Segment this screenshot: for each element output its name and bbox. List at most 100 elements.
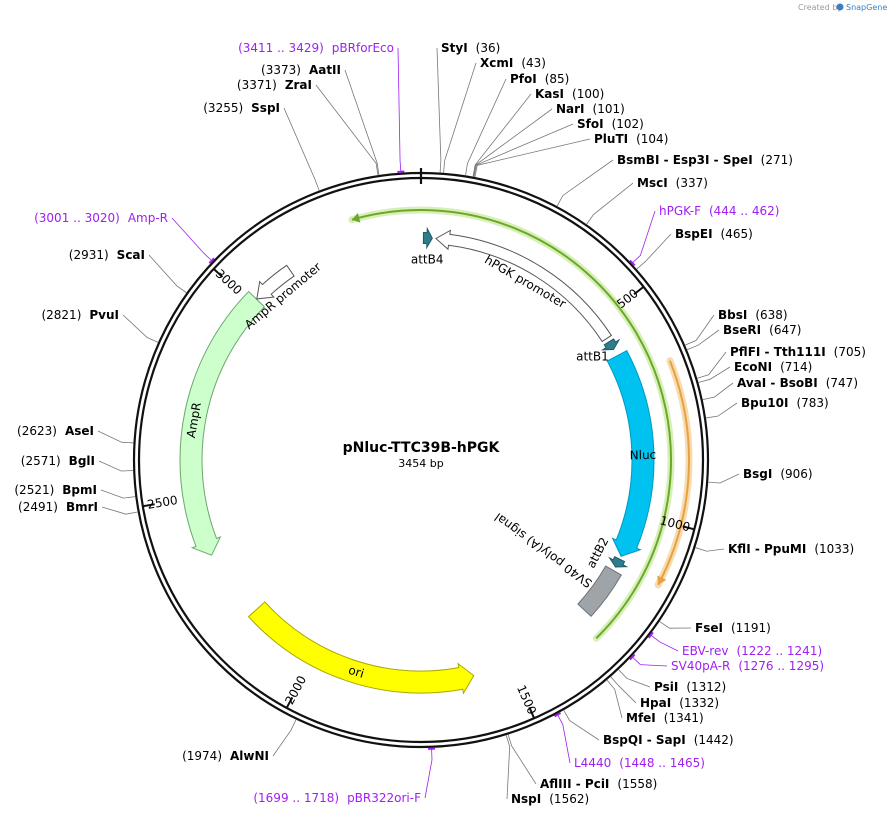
primer-leader-line xyxy=(424,747,433,799)
site-name: NarI xyxy=(556,102,585,116)
site-kfli-ppumi[interactable]: KflI - PpuMI(1033) xyxy=(728,542,854,556)
site-msci[interactable]: MscI(337) xyxy=(637,176,708,190)
site-leader-line xyxy=(465,78,507,176)
site-psii[interactable]: PsiI(1312) xyxy=(654,680,726,694)
site-position: (102) xyxy=(612,117,644,131)
site-sfoi[interactable]: SfoI(102) xyxy=(577,117,644,131)
feature-nluc[interactable] xyxy=(606,349,655,557)
site-bpmi[interactable]: (2521)BpmI xyxy=(14,483,97,497)
site-position: (2521) xyxy=(14,483,54,497)
site-name: FseI xyxy=(695,621,723,635)
site-nspi[interactable]: NspI(1562) xyxy=(511,792,589,806)
site-position: (271) xyxy=(761,153,793,167)
site-pfoi[interactable]: PfoI(85) xyxy=(510,72,569,86)
primer-ebv-rev[interactable]: EBV-rev(1222 .. 1241) xyxy=(682,644,822,658)
site-scai[interactable]: (2931)ScaI xyxy=(69,248,145,262)
site-zrai[interactable]: (3371)ZraI xyxy=(237,78,312,92)
site-bgli[interactable]: (2571)BglI xyxy=(21,454,95,468)
site-bsgi[interactable]: BsgI(906) xyxy=(743,467,813,481)
site-leader-line xyxy=(344,69,380,176)
primer-amp-r[interactable]: (3001 .. 3020)Amp-R xyxy=(34,211,168,225)
primer-hpgk-f[interactable]: hPGK-F(444 .. 462) xyxy=(659,204,779,218)
tick-mark xyxy=(682,525,695,531)
site-position: (714) xyxy=(780,360,812,374)
site-xcmi[interactable]: XcmI(43) xyxy=(480,56,546,70)
primer-name: pBR322ori-F xyxy=(347,791,421,805)
primer-sv40pa-r[interactable]: SV40pA-R(1276 .. 1295) xyxy=(671,659,824,673)
primer-position: (3411 .. 3429) xyxy=(238,41,324,55)
site-position: (2571) xyxy=(21,454,61,468)
primer-name: SV40pA-R xyxy=(671,659,730,673)
primer-bind-mark xyxy=(629,259,636,267)
feature-attb1[interactable] xyxy=(600,338,621,351)
site-kasi[interactable]: KasI(100) xyxy=(535,87,604,101)
site-name: AatII xyxy=(309,63,341,77)
site-leader-line xyxy=(100,489,136,499)
feature-ampr-promoter[interactable] xyxy=(256,264,295,300)
primer-bind-mark xyxy=(554,712,562,718)
primer-leader-line xyxy=(556,713,571,764)
plasmid-length: 3454 bp xyxy=(398,457,443,470)
tick-mark xyxy=(285,696,294,709)
site-leader-line xyxy=(443,62,477,173)
feature-label-ampr: AmpR xyxy=(184,401,204,439)
site-position: (1974) xyxy=(182,749,222,763)
site-leader-line xyxy=(283,107,320,191)
site-position: (43) xyxy=(521,56,546,70)
site-name: AvaI - BsoBI xyxy=(737,376,818,390)
site-position: (906) xyxy=(780,467,812,481)
feature-hpgk-promoter[interactable] xyxy=(435,229,613,343)
site-fsei[interactable]: FseI(1191) xyxy=(695,621,771,635)
site-bsmbi-esp3i-spei[interactable]: BsmBI - Esp3I - SpeI(271) xyxy=(617,153,793,167)
feature-attb4[interactable] xyxy=(422,226,433,250)
site-asei[interactable]: (2623)AseI xyxy=(17,424,94,438)
site-position: (36) xyxy=(476,41,501,55)
feature-sv40-poly-a-signal[interactable] xyxy=(577,565,623,617)
site-leader-line xyxy=(122,314,159,343)
site-leader-line xyxy=(708,473,740,484)
site-position: (647) xyxy=(769,323,801,337)
site-name: AlwNI xyxy=(230,749,269,763)
site-bbsi[interactable]: BbsI(638) xyxy=(718,308,788,322)
site-position: (3371) xyxy=(237,78,277,92)
site-position: (1558) xyxy=(617,777,657,791)
primer-pbrforeco[interactable]: (3411 .. 3429)pBRforEco xyxy=(238,41,394,55)
primer-name: L4440 xyxy=(574,756,611,770)
tick-label: 3000 xyxy=(213,267,245,298)
site-leader-line xyxy=(705,402,738,419)
feature-ampr[interactable] xyxy=(179,290,266,556)
site-pluti[interactable]: PluTI(104) xyxy=(594,132,668,146)
site-aatii[interactable]: (3373)AatII xyxy=(261,63,341,77)
primer-name: hPGK-F xyxy=(659,204,701,218)
site-econi[interactable]: EcoNI(714) xyxy=(734,360,812,374)
site-leader-line xyxy=(686,329,720,351)
snapgene-logo-icon xyxy=(836,3,844,11)
site-nari[interactable]: NarI(101) xyxy=(556,102,625,116)
feature-attb2[interactable] xyxy=(608,556,629,568)
site-hpai[interactable]: HpaI(1332) xyxy=(640,696,719,710)
site-leader-line xyxy=(315,84,379,176)
site-mfei[interactable]: MfeI(1341) xyxy=(626,711,704,725)
site-leader-line xyxy=(472,93,532,177)
site-bspqi-sapi[interactable]: BspQI - SapI(1442) xyxy=(603,733,734,747)
site-leader-line xyxy=(618,669,651,688)
site-bspei[interactable]: BspEI(465) xyxy=(675,227,753,241)
site-name: BspQI - SapI xyxy=(603,733,686,747)
site-alwni[interactable]: (1974) AlwNI xyxy=(182,749,269,763)
site-bpu10i[interactable]: Bpu10I(783) xyxy=(741,396,829,410)
site-afliii-pcii[interactable]: AflIII - PciI(1558) xyxy=(540,777,657,791)
site-avai-bsobi[interactable]: AvaI - BsoBI(747) xyxy=(737,376,858,390)
primer-pbr322ori-f[interactable]: (1699 .. 1718)pBR322ori-F xyxy=(253,791,421,805)
site-bseri[interactable]: BseRI(647) xyxy=(723,323,801,337)
feature-label-ori: ori xyxy=(347,663,366,681)
site-name: AseI xyxy=(65,424,94,438)
site-sspi[interactable]: (3255)SspI xyxy=(203,101,280,115)
feature-ori[interactable] xyxy=(247,601,475,695)
site-pvui[interactable]: (2821)PvuI xyxy=(41,308,119,322)
primer-l4440[interactable]: L4440(1448 .. 1465) xyxy=(574,756,705,770)
site-pflfi-tth111i[interactable]: PflFI - Tth111I(705) xyxy=(730,345,866,359)
site-position: (100) xyxy=(572,87,604,101)
site-bmri[interactable]: (2491)BmrI xyxy=(18,500,98,514)
site-styi[interactable]: StyI(36) xyxy=(441,41,500,55)
